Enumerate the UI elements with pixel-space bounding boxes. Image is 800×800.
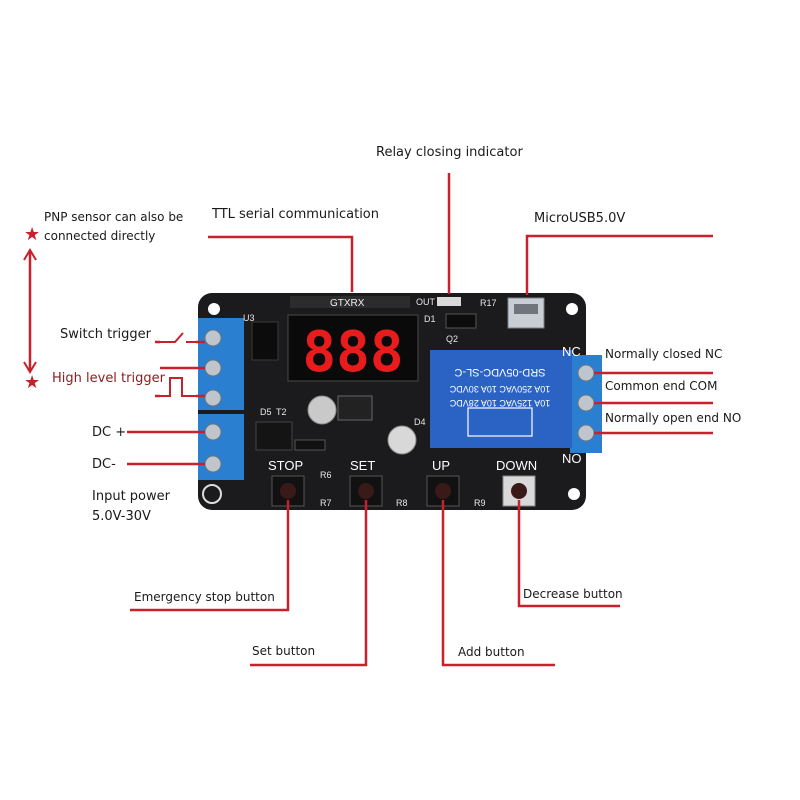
screw-4: [204, 423, 222, 441]
label-r7: R7: [320, 498, 332, 508]
label-nc: NC: [562, 344, 581, 359]
diode-d1: [445, 313, 477, 329]
label-t2: T2: [276, 407, 287, 417]
screw-no: [577, 424, 595, 442]
screw-2: [204, 359, 222, 377]
stop-button[interactable]: [280, 483, 296, 499]
mount-hole-br: [568, 488, 580, 500]
inductor: [337, 395, 373, 421]
label-add-button: Add button: [458, 645, 525, 659]
diode-row: [294, 439, 326, 451]
label-dc-minus: DC-: [92, 457, 116, 472]
screw-nc: [577, 364, 595, 382]
mount-hole-tl: [208, 303, 220, 315]
label-dc-plus: DC +: [92, 425, 127, 440]
mount-hole-bl: [202, 484, 222, 504]
leader-add: [441, 500, 555, 667]
label-down: DOWN: [496, 458, 537, 473]
relay-text-1: SRD-05VDC-SL-C: [454, 366, 545, 378]
label-gtxrx: GTXRX: [330, 298, 365, 309]
label-r8: R8: [396, 498, 408, 508]
arrow-up-icon: [23, 248, 37, 261]
label-q2: Q2: [446, 334, 458, 344]
screw-3: [204, 389, 222, 407]
leader-set: [250, 500, 368, 667]
capacitor-right: [387, 425, 417, 455]
label-high-level-trigger: High level trigger: [52, 371, 165, 386]
leader-lines: [28, 173, 713, 667]
label-r17: R17: [480, 298, 497, 308]
display-module: [287, 314, 419, 382]
label-normally-closed: Normally closed NC: [605, 347, 723, 361]
label-input-power-1: Input power: [92, 489, 170, 504]
arrow-down-icon: [23, 361, 37, 374]
relay-text-2: 10A 250VAC 10A 30VDC: [449, 384, 550, 394]
label-stop: STOP: [268, 458, 303, 473]
star-icon-bottom: ★: [24, 372, 40, 393]
label-input-power-2: 5.0V-30V: [92, 509, 151, 524]
chip-t2: [255, 421, 293, 451]
label-common-end: Common end COM: [605, 379, 718, 393]
screw-5: [204, 455, 222, 473]
label-d4: D4: [414, 417, 426, 427]
leader-ttl: [208, 235, 354, 292]
label-set: SET: [350, 458, 375, 473]
down-button[interactable]: [511, 483, 527, 499]
label-pnp-line2: connected directly: [44, 229, 156, 243]
label-u3: U3: [243, 313, 255, 323]
label-ttl-serial: TTL serial communication: [212, 207, 380, 222]
chip-u3: [251, 321, 279, 361]
microusb-opening: [514, 304, 538, 314]
label-out: OUT: [416, 297, 436, 307]
leader-decrease: [517, 500, 620, 608]
label-decrease-button: Decrease button: [523, 587, 623, 601]
mount-hole-tr: [566, 303, 578, 315]
label-microusb: MicroUSB5.0V: [534, 211, 626, 226]
label-no: NO: [562, 451, 582, 466]
label-pnp-line1: PNP sensor can also be: [44, 210, 184, 224]
leader-emergency: [130, 500, 290, 612]
up-button[interactable]: [435, 483, 451, 499]
label-relay-indicator: Relay closing indicator: [376, 145, 523, 160]
relay-led: [437, 297, 461, 306]
screw-com: [577, 394, 595, 412]
leader-microusb: [525, 234, 713, 295]
star-icon-top: ★: [24, 224, 40, 245]
relay-text-3: 10A 125VAC 10A 28VDC: [449, 398, 550, 408]
set-button[interactable]: [358, 483, 374, 499]
terminal-block-power: [198, 414, 244, 480]
label-d5: D5: [260, 407, 272, 417]
ttl-header: [290, 296, 410, 308]
label-r9: R9: [474, 498, 486, 508]
label-d1: D1: [424, 314, 436, 324]
label-emergency-stop: Emergency stop button: [134, 590, 275, 604]
capacitor-left: [307, 395, 337, 425]
switch-trigger-symbol: [160, 332, 196, 343]
display-digits: 888: [302, 320, 403, 385]
label-r6: R6: [320, 470, 332, 480]
relay-cert-box: [467, 407, 533, 437]
screw-1: [204, 329, 222, 347]
relay: [430, 350, 572, 448]
label-up: UP: [432, 458, 450, 473]
label-set-button: Set button: [252, 644, 316, 658]
label-switch-trigger: Switch trigger: [60, 327, 152, 342]
label-normally-open: Normally open end NO: [605, 411, 742, 425]
high-level-pulse-symbol: [160, 377, 196, 397]
